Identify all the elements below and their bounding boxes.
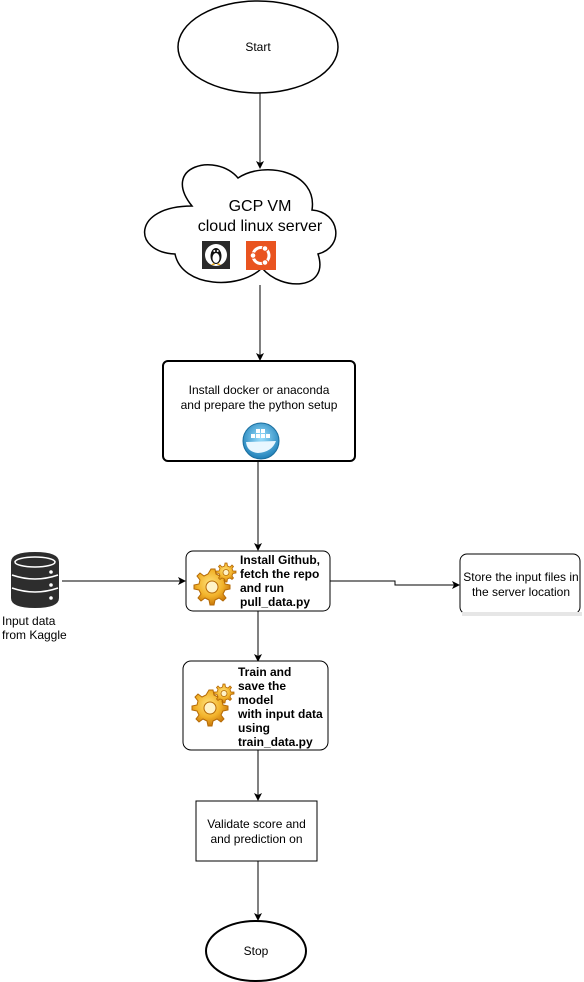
- train-label: Train and save the model with input data…: [238, 665, 330, 749]
- setup-line-2: and prepare the python setup: [180, 398, 338, 412]
- validate-node: [195, 800, 318, 862]
- kaggle-line-2: from Kaggle: [2, 628, 67, 642]
- kaggle-line-1: Input data: [2, 614, 56, 628]
- github-line-2: fetch the repo: [240, 567, 320, 581]
- setup-node: [162, 360, 356, 462]
- validate-line-2: and prediction on: [210, 832, 303, 846]
- train-node: [182, 660, 329, 751]
- github-label: Install Github, fetch the repo and run p…: [240, 553, 332, 609]
- github-line-3: and run: [240, 581, 284, 595]
- stop-label: Stop: [243, 944, 269, 958]
- validate-line-1: Validate score and: [207, 817, 306, 831]
- cloud-node: [143, 164, 337, 285]
- train-line-2: save the: [238, 679, 287, 693]
- github-line-4: pull_data.py: [240, 595, 311, 609]
- train-line-5: using: [238, 721, 270, 735]
- linux-icon: [202, 241, 230, 269]
- store-line-1: Store the input files in: [463, 570, 579, 584]
- database-icon: [11, 552, 59, 608]
- docker-icon: [242, 422, 280, 460]
- train-line-3: model: [238, 693, 274, 707]
- ubuntu-icon: [246, 241, 276, 270]
- start-label: Start: [245, 40, 271, 54]
- train-line-4: with input data: [238, 707, 323, 721]
- train-line-6: train_data.py: [238, 735, 313, 749]
- arrow-github-to-store: [330, 580, 460, 589]
- store-line-2: the server location: [471, 585, 571, 599]
- cloud-title: GCP VM: [228, 198, 292, 215]
- connectors: [62, 93, 460, 921]
- cloud-subtitle: cloud linux server: [197, 218, 323, 235]
- github-line-1: Install Github,: [240, 553, 320, 567]
- setup-line-1: Install docker or anaconda: [188, 383, 330, 397]
- train-line-1: Train and: [238, 665, 292, 679]
- stop-node: [205, 920, 307, 982]
- store-node: [459, 553, 581, 615]
- start-node: [177, 0, 339, 94]
- store-node-shadow: [462, 612, 582, 616]
